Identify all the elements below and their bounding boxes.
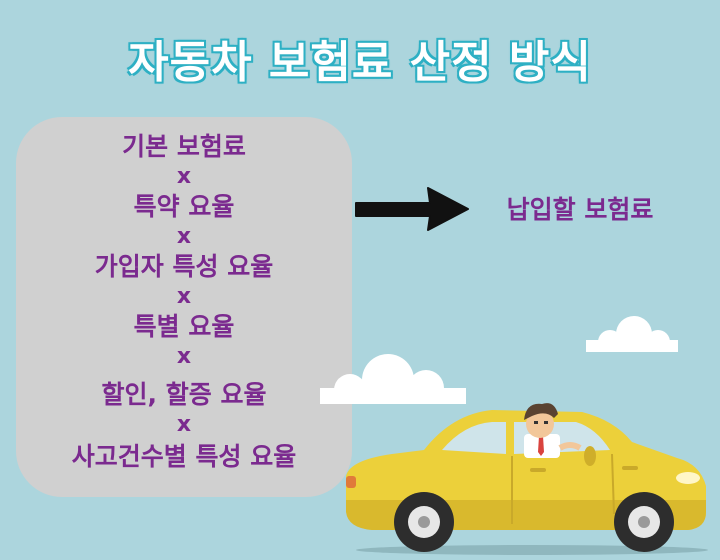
multiply-sign: x xyxy=(176,164,192,189)
formula-term-special-rate: 특별 요율 xyxy=(133,312,235,341)
formula-term-discount-surcharge-rate: 할인, 할증 요율 xyxy=(101,380,267,409)
cloud-icon xyxy=(320,354,466,404)
result-label: 납입할 보험료 xyxy=(506,195,654,224)
formula-box xyxy=(16,117,352,497)
multiply-sign: x xyxy=(176,284,192,309)
multiply-sign: x xyxy=(176,412,192,437)
formula-term-accident-count-rate: 사고건수별 특성 요율 xyxy=(71,442,297,471)
formula-term-rider-rate: 특약 요율 xyxy=(133,192,235,221)
page-title: 자동차 보험료 산정 방식 xyxy=(128,37,592,88)
car-icon xyxy=(346,403,708,555)
arrow-right-icon xyxy=(355,187,469,231)
multiply-sign: x xyxy=(176,224,192,249)
formula-term-base-premium: 기본 보험료 xyxy=(122,132,246,161)
driver-icon xyxy=(524,403,582,458)
formula-term-subscriber-rate: 가입자 특성 요율 xyxy=(94,252,274,281)
multiply-sign: x xyxy=(176,344,192,369)
cloud-icon xyxy=(586,316,678,352)
